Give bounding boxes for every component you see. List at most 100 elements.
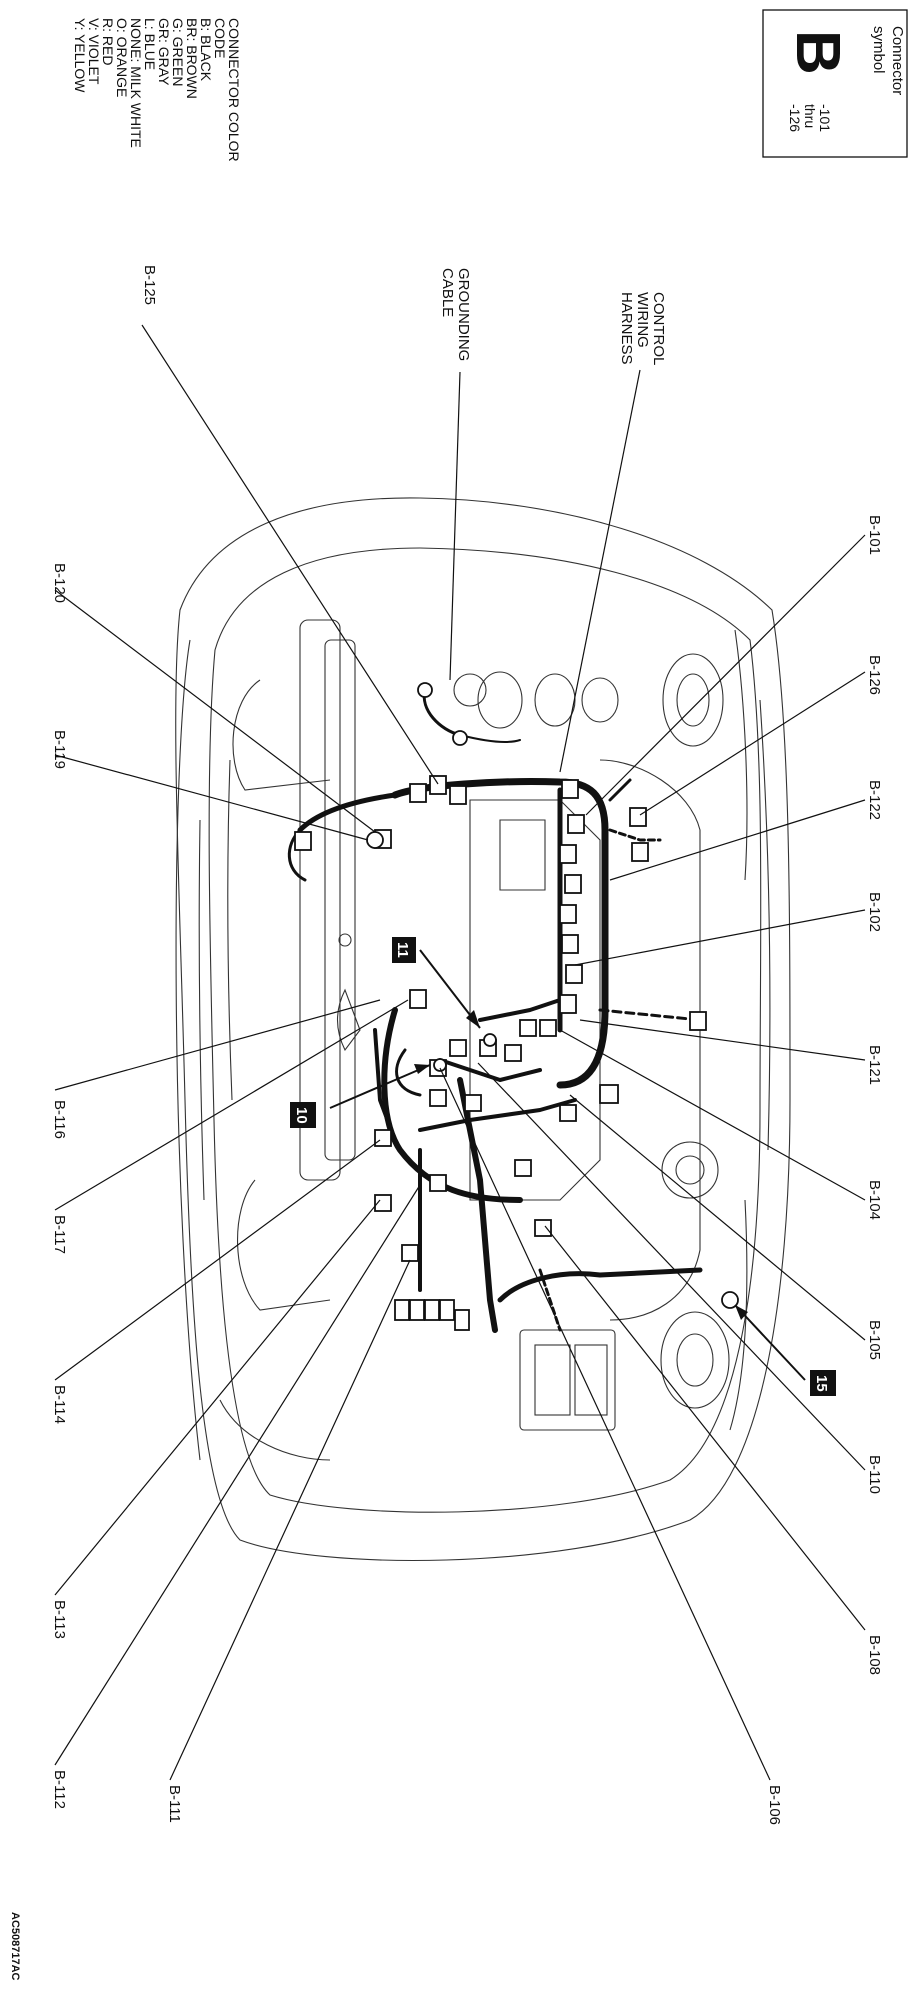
connector-block	[514, 1159, 532, 1177]
connector-block	[599, 1084, 619, 1104]
color-code-title-1: CONNECTOR COLOR	[226, 18, 242, 162]
symbol-heading-1: Connector	[889, 26, 906, 95]
connector-block	[429, 775, 447, 795]
control-harness-line-3: HARNESS	[618, 292, 635, 365]
color-code-entry: GR: GRAY	[156, 18, 172, 86]
color-code-entry: R: RED	[100, 18, 116, 65]
callout-b117: B-117	[51, 1215, 68, 1254]
callout-b122: B-122	[866, 780, 883, 820]
connector-block	[539, 1019, 557, 1037]
ground-terminal	[721, 1291, 739, 1309]
connector-block	[559, 994, 577, 1014]
connector-block	[464, 1094, 482, 1112]
grounding-cable-line-1: GROUNDING	[455, 268, 472, 361]
callout-b121: B-121	[866, 1045, 883, 1085]
ground-terminal	[417, 682, 433, 698]
ground-terminal	[483, 1033, 497, 1047]
connector-block	[424, 1299, 440, 1321]
connector-block	[429, 1174, 447, 1192]
connector-block	[409, 1299, 425, 1321]
connector-block	[374, 1129, 392, 1147]
ground-badge-15: 15	[810, 1370, 836, 1396]
connector-block	[429, 1089, 447, 1107]
callout-b110: B-110	[866, 1455, 883, 1494]
ground-terminal	[433, 1058, 447, 1072]
connector-block	[449, 785, 467, 805]
grounding-cable-line-2: CABLE	[439, 268, 456, 317]
arrowheads	[414, 1010, 748, 1320]
color-code-title-2: CODE	[212, 18, 228, 58]
color-code-entry: BR: BROWN	[184, 18, 200, 99]
connector-block	[439, 1299, 455, 1321]
wiring-harness	[287, 688, 703, 1333]
connector-block	[559, 844, 577, 864]
ground-terminal	[452, 730, 468, 746]
ground-label-11: 11	[394, 942, 411, 958]
connector-block	[629, 807, 647, 827]
connector-block	[374, 1194, 392, 1212]
connector-block	[409, 989, 427, 1009]
callout-b108: B-108	[866, 1635, 883, 1675]
connector-block	[454, 1309, 470, 1331]
connector-block	[564, 874, 582, 894]
connector-callouts-left: B-125 B-120 B-119 B-116 B-117 B-114 B-11…	[51, 265, 183, 1823]
color-code-entry: V: VIOLET	[86, 18, 102, 85]
connector-block	[401, 1244, 419, 1262]
callout-b101: B-101	[866, 515, 883, 555]
callout-b111: B-111	[166, 1785, 183, 1823]
callout-b104: B-104	[866, 1180, 883, 1220]
callout-b114: B-114	[51, 1385, 68, 1424]
callout-b120: B-120	[51, 563, 68, 603]
callout-b125: B-125	[141, 265, 158, 305]
connector-symbol-box: Connector symbol B -101 thru -126	[762, 9, 908, 158]
symbol-range-word: thru	[802, 104, 818, 128]
color-code-entry: NONE: MILK WHITE	[128, 18, 144, 148]
callout-b106: B-106	[766, 1785, 783, 1825]
symbol-range-start: -101	[817, 104, 833, 132]
connector-block	[631, 842, 649, 862]
color-code-entry: G: GREEN	[170, 18, 186, 86]
connector-block	[519, 1019, 537, 1037]
connector-callouts-right: B-101 B-126 B-122 B-102 B-121 B-104 B-10…	[766, 515, 883, 1825]
ground-badge-11: 11	[392, 937, 416, 963]
figure-code: AC508717AC	[9, 1912, 21, 1981]
color-code-entry: Y: YELLOW	[72, 18, 88, 93]
connector-block	[567, 814, 585, 834]
ground-label-15: 15	[813, 1375, 830, 1392]
callout-b126: B-126	[866, 655, 883, 695]
callout-b112: B-112	[51, 1770, 68, 1809]
callout-b113: B-113	[51, 1600, 68, 1639]
connector-block	[294, 831, 312, 851]
color-code-entry: L: BLUE	[142, 18, 158, 70]
callout-b102: B-102	[866, 892, 883, 932]
callout-b116: B-116	[51, 1100, 68, 1139]
ground-terminal	[366, 831, 384, 849]
connector-block	[394, 1299, 410, 1321]
control-wiring-harness-label: CONTROL WIRING HARNESS	[618, 292, 667, 365]
connector-block	[449, 1039, 467, 1057]
callout-b119: B-119	[51, 730, 68, 769]
symbol-letter: B	[783, 30, 852, 75]
connector-block	[561, 934, 579, 954]
connector-block	[559, 1104, 577, 1122]
connector-block	[689, 1011, 707, 1031]
connector-block	[561, 779, 579, 799]
connector-block	[409, 783, 427, 803]
connector-block	[559, 904, 577, 924]
control-harness-line-2: WIRING	[634, 292, 651, 348]
control-harness-line-1: CONTROL	[650, 292, 667, 365]
symbol-heading-2: symbol	[870, 26, 887, 74]
connector-block	[534, 1219, 552, 1237]
color-code-legend: CONNECTOR COLOR CODE B: BLACK BR: BROWN …	[72, 18, 242, 162]
grounding-cable-label: GROUNDING CABLE	[439, 268, 472, 361]
color-code-entry: B: BLACK	[198, 18, 214, 82]
ground-label-10: 10	[293, 1107, 310, 1124]
leader-lines	[54, 324, 866, 1781]
callout-b105: B-105	[866, 1320, 883, 1360]
connector-blocks	[294, 775, 707, 1331]
ground-badge-10: 10	[290, 1102, 316, 1128]
connector-block	[565, 964, 583, 984]
connector-block	[504, 1044, 522, 1062]
